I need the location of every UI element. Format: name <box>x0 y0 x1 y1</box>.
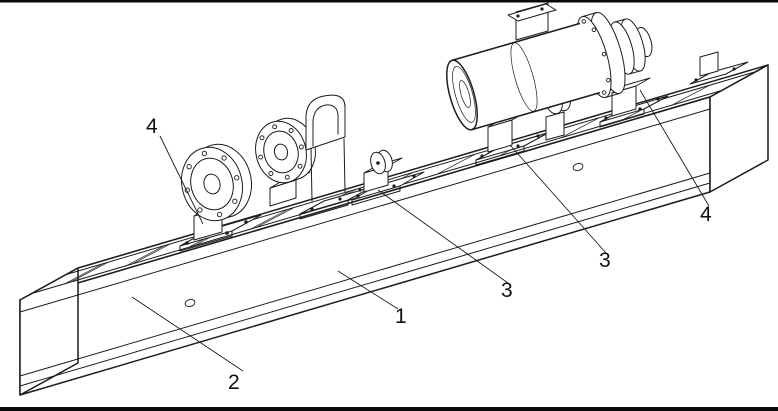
vessel-cylinder <box>446 22 601 131</box>
callout-3-lower: 3 <box>501 279 513 302</box>
leader-lines <box>131 89 710 372</box>
callout-2: 2 <box>228 371 240 394</box>
callout-4-left: 4 <box>146 115 158 138</box>
frame-top-border <box>0 0 778 3</box>
frame-bottom-border <box>0 407 778 411</box>
beam-hole-left <box>184 298 196 308</box>
beam-hole-right <box>572 162 584 172</box>
callout-3-upper: 3 <box>599 249 611 272</box>
end-bracket <box>689 51 749 85</box>
beam-front-details <box>19 108 711 387</box>
callout-1: 1 <box>395 305 407 328</box>
callout-labels: 4 2 1 3 3 4 <box>146 115 712 394</box>
flange-bolt-circle <box>258 124 304 180</box>
callout-4-right: 4 <box>700 203 712 226</box>
saddle-bracket-left <box>299 94 373 220</box>
flange-disc-small <box>255 117 316 207</box>
base-beam <box>19 64 769 396</box>
roller-support-mid <box>351 149 425 206</box>
flange-disc-large <box>181 143 252 222</box>
shaft-bearing-assembly <box>576 11 653 99</box>
vessel-top-bracket <box>507 2 557 41</box>
